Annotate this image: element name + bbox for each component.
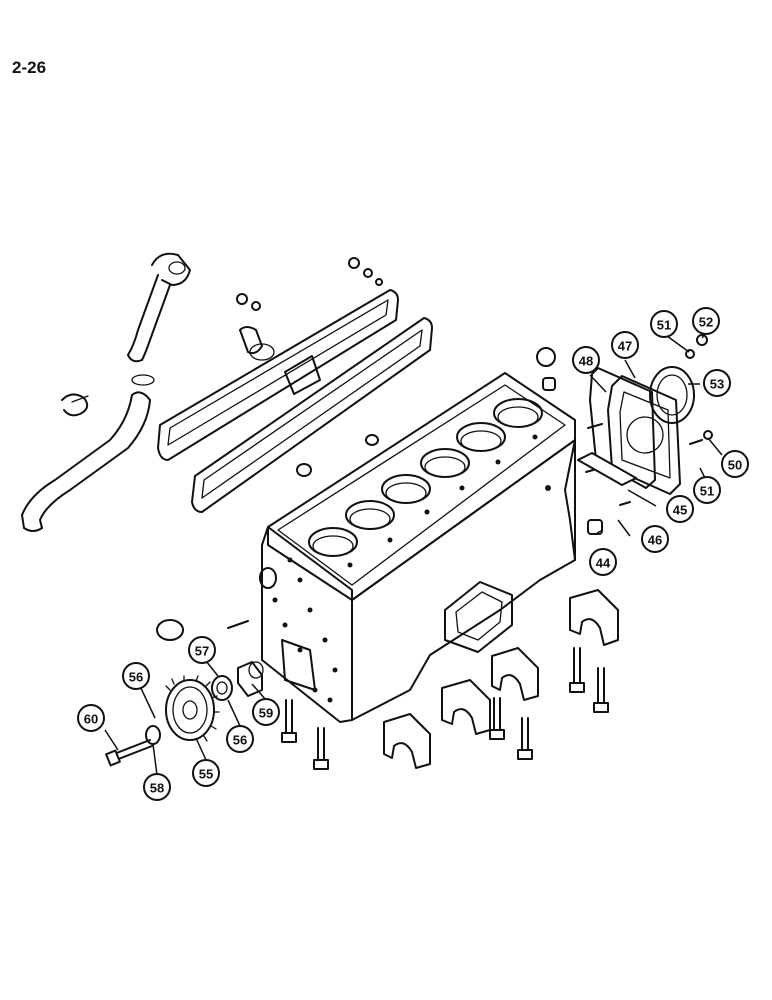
retaining-pin [227, 620, 249, 629]
callout-56-left-label: 56 [129, 670, 143, 685]
callout-58: 58 [143, 773, 171, 801]
cap-bolts [281, 647, 609, 770]
callout-51-bottom: 51 [693, 476, 721, 504]
callout-51-top-label: 51 [657, 318, 671, 333]
front-opening [259, 567, 316, 691]
callout-52-label: 52 [699, 315, 713, 330]
main-bearing-cap-4 [383, 713, 431, 769]
callout-44: 44 [589, 548, 617, 576]
callout-47-label: 47 [618, 339, 632, 354]
callout-60-label: 60 [84, 712, 98, 727]
callout-58-label: 58 [150, 781, 164, 796]
cylinder-block [261, 372, 576, 723]
callout-57: 57 [188, 636, 216, 664]
callout-48-label: 48 [579, 354, 593, 369]
main-bearing-cap-2 [491, 647, 539, 701]
idler-bolt [105, 739, 153, 767]
main-bearing-cap-1 [569, 589, 619, 646]
callout-44-label: 44 [596, 556, 611, 571]
callout-57-label: 57 [195, 644, 209, 659]
callout-55-label: 55 [199, 767, 213, 782]
water-outlet-pipe [127, 252, 191, 386]
callout-50: 50 [721, 450, 749, 478]
callout-45: 45 [666, 495, 694, 523]
breather-fitting [239, 326, 321, 395]
idler-hub [211, 675, 233, 701]
callout-46-label: 46 [648, 533, 662, 548]
callout-55: 55 [192, 759, 220, 787]
page-number: 2-26 [12, 58, 47, 77]
callout-51-top: 51 [650, 310, 678, 338]
idler-gear [165, 675, 220, 742]
leader-lines [104, 332, 723, 776]
main-bearing-cap-3 [441, 679, 491, 735]
callout-59: 59 [252, 698, 280, 726]
callout-53-label: 53 [710, 377, 724, 392]
callout-59-label: 59 [259, 706, 273, 721]
side-cover-plate [157, 289, 399, 461]
callout-56-right-label: 56 [233, 733, 247, 748]
callout-47: 47 [611, 331, 639, 359]
callout-51-bottom-label: 51 [700, 484, 714, 499]
sleeve-plug [587, 519, 603, 535]
side-boss [444, 581, 513, 653]
callout-56-left: 56 [122, 662, 150, 690]
callout-50-label: 50 [728, 458, 742, 473]
oil-galley-tube [577, 452, 637, 486]
callout-56-right: 56 [226, 725, 254, 753]
cylinder-bores [308, 398, 543, 557]
idler-shaft [237, 661, 264, 697]
core-plugs [156, 347, 556, 641]
callout-46: 46 [641, 525, 669, 553]
block-holes [272, 434, 551, 703]
rear-seal [649, 366, 695, 424]
callout-45-label: 45 [673, 503, 687, 518]
hose-clamp [61, 393, 89, 417]
callout-48: 48 [572, 346, 600, 374]
callout-52: 52 [692, 307, 720, 335]
cover-gasket [191, 317, 433, 513]
callout-53: 53 [703, 369, 731, 397]
cover-bolts [236, 257, 383, 311]
water-hose [21, 391, 151, 532]
callout-60: 60 [77, 704, 105, 732]
